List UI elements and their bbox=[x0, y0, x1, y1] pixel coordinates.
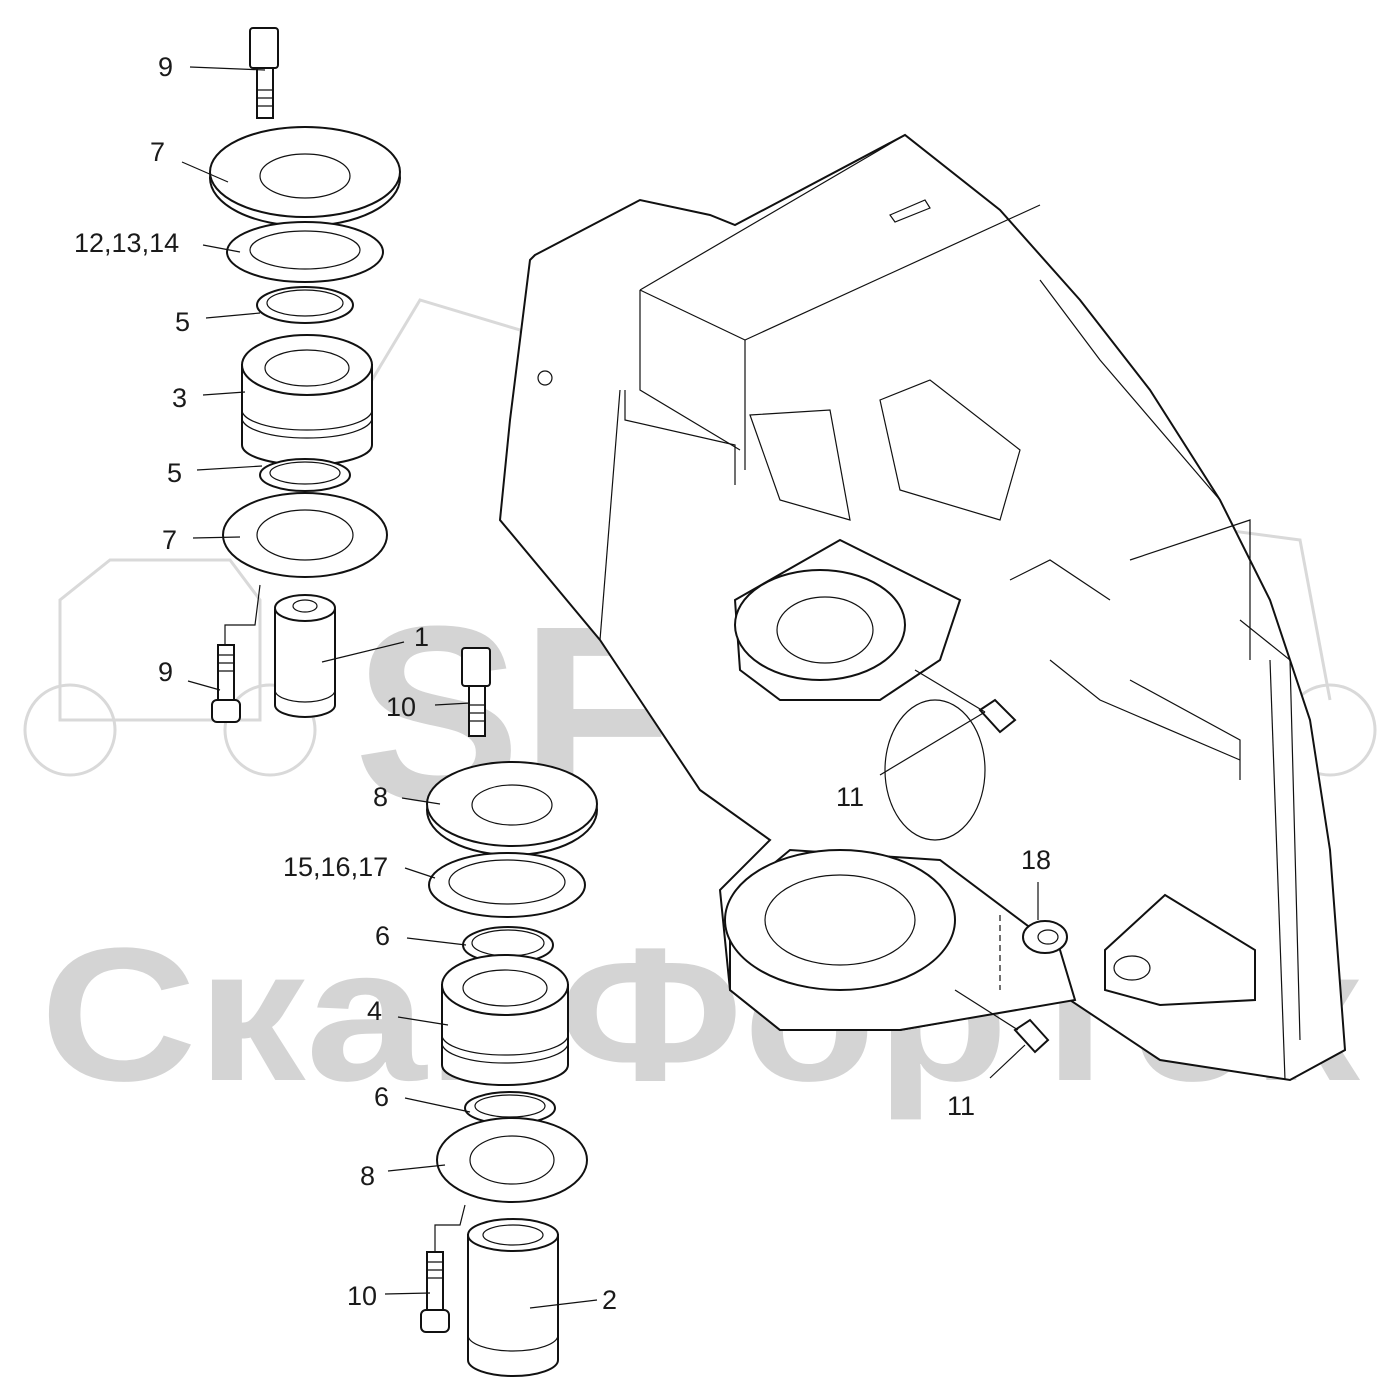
callout-18: 18 bbox=[1021, 845, 1051, 875]
bearing-3 bbox=[241, 334, 373, 466]
flange-8-upper bbox=[426, 761, 598, 856]
flange-7-upper bbox=[209, 126, 401, 227]
grease-nipple-upper bbox=[914, 669, 1017, 734]
flange-8-lower bbox=[436, 1117, 588, 1203]
bolt-9-lower bbox=[211, 584, 261, 723]
callout-7-upper: 7 bbox=[150, 137, 165, 167]
seal-ring-5-upper bbox=[256, 286, 354, 324]
callout-11-lower: 11 bbox=[947, 1091, 975, 1121]
bushing-1 bbox=[274, 594, 336, 718]
callout-7-lower: 7 bbox=[162, 525, 177, 555]
callout-5-upper: 5 bbox=[175, 307, 190, 337]
leader-lines bbox=[181, 66, 1039, 1309]
callout-10-upper: 10 bbox=[386, 692, 416, 722]
callout-3: 3 bbox=[172, 383, 187, 413]
bolt-9-upper bbox=[249, 27, 279, 119]
flange-7-lower bbox=[222, 492, 388, 578]
callout-2: 2 bbox=[602, 1285, 617, 1315]
callout-6-upper: 6 bbox=[375, 921, 390, 951]
callout-8-lower: 8 bbox=[360, 1161, 375, 1191]
callout-15-16-17: 15,16,17 bbox=[283, 852, 388, 882]
callout-11-upper: 11 bbox=[836, 782, 864, 812]
callout-5-lower: 5 bbox=[167, 458, 182, 488]
callout-10-lower: 10 bbox=[347, 1281, 377, 1311]
bolt-10-lower bbox=[420, 1204, 466, 1333]
grease-nipple-lower bbox=[954, 915, 1050, 1054]
callout-6-lower: 6 bbox=[374, 1082, 389, 1112]
callout-labels: 9 7 12,13,14 5 3 5 7 1 9 10 8 15,16,17 6… bbox=[74, 52, 1051, 1315]
plug-18 bbox=[1022, 920, 1068, 954]
callout-4: 4 bbox=[367, 996, 382, 1026]
bushing-2 bbox=[467, 1218, 559, 1377]
callout-9-lower: 9 bbox=[158, 657, 173, 687]
callout-1: 1 bbox=[414, 622, 429, 652]
seal-ring-5-lower bbox=[259, 458, 351, 492]
bolt-10-upper bbox=[461, 647, 491, 737]
shim-15-16-17 bbox=[428, 852, 586, 918]
frame-casting bbox=[498, 133, 1347, 1082]
callout-12-13-14: 12,13,14 bbox=[74, 228, 179, 258]
shim-12-13-14 bbox=[226, 221, 384, 283]
callout-8-upper: 8 bbox=[373, 782, 388, 812]
bearing-4 bbox=[441, 954, 569, 1086]
callout-9-upper: 9 bbox=[158, 52, 173, 82]
